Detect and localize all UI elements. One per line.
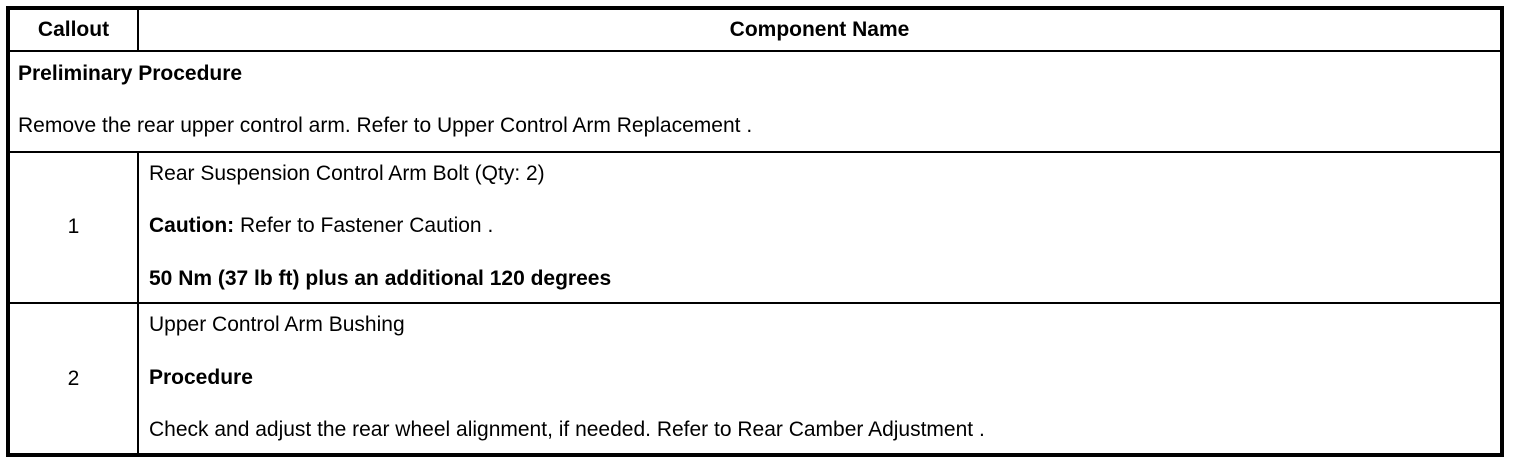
- column-header-callout: Callout: [7, 6, 139, 53]
- preliminary-procedure-cell: Preliminary Procedure Remove the rear up…: [7, 50, 1503, 153]
- callout-number-1: 1: [7, 150, 139, 304]
- component-detail-cell-1: Rear Suspension Control Arm Bolt (Qty: 2…: [137, 150, 1503, 304]
- caution-note-1: Caution: Refer to Fastener Caution .: [149, 214, 1492, 239]
- preliminary-procedure-title: Preliminary Procedure: [18, 62, 243, 86]
- column-header-component-name: Component Name: [137, 6, 1503, 53]
- table-header: Callout Component Name: [7, 6, 1503, 53]
- component-name-1: Rear Suspension Control Arm Bolt (Qty: 2…: [149, 161, 545, 185]
- preliminary-procedure-row: Preliminary Procedure Remove the rear up…: [7, 50, 1503, 153]
- torque-specification-1: 50 Nm (37 lb ft) plus an additional 120 …: [149, 267, 612, 291]
- component-name-2: Upper Control Arm Bushing: [149, 312, 405, 336]
- table-row: 2 Upper Control Arm Bushing Procedure Ch…: [7, 301, 1503, 457]
- header-row: Callout Component Name: [7, 6, 1503, 53]
- callout-number-2: 2: [7, 301, 139, 457]
- component-detail-cell-2: Upper Control Arm Bushing Procedure Chec…: [137, 301, 1503, 457]
- component-spec-table: Callout Component Name Preliminary Proce…: [6, 6, 1504, 458]
- table-body: Preliminary Procedure Remove the rear up…: [7, 50, 1503, 457]
- preliminary-procedure-text: Remove the rear upper control arm. Refer…: [18, 113, 753, 137]
- caution-label: Caution:: [149, 214, 235, 238]
- procedure-label-2: Procedure: [149, 365, 253, 389]
- procedure-text-2: Check and adjust the rear wheel alignmen…: [149, 418, 985, 442]
- table-row: 1 Rear Suspension Control Arm Bolt (Qty:…: [7, 150, 1503, 304]
- caution-text: Refer to Fastener Caution .: [234, 214, 494, 238]
